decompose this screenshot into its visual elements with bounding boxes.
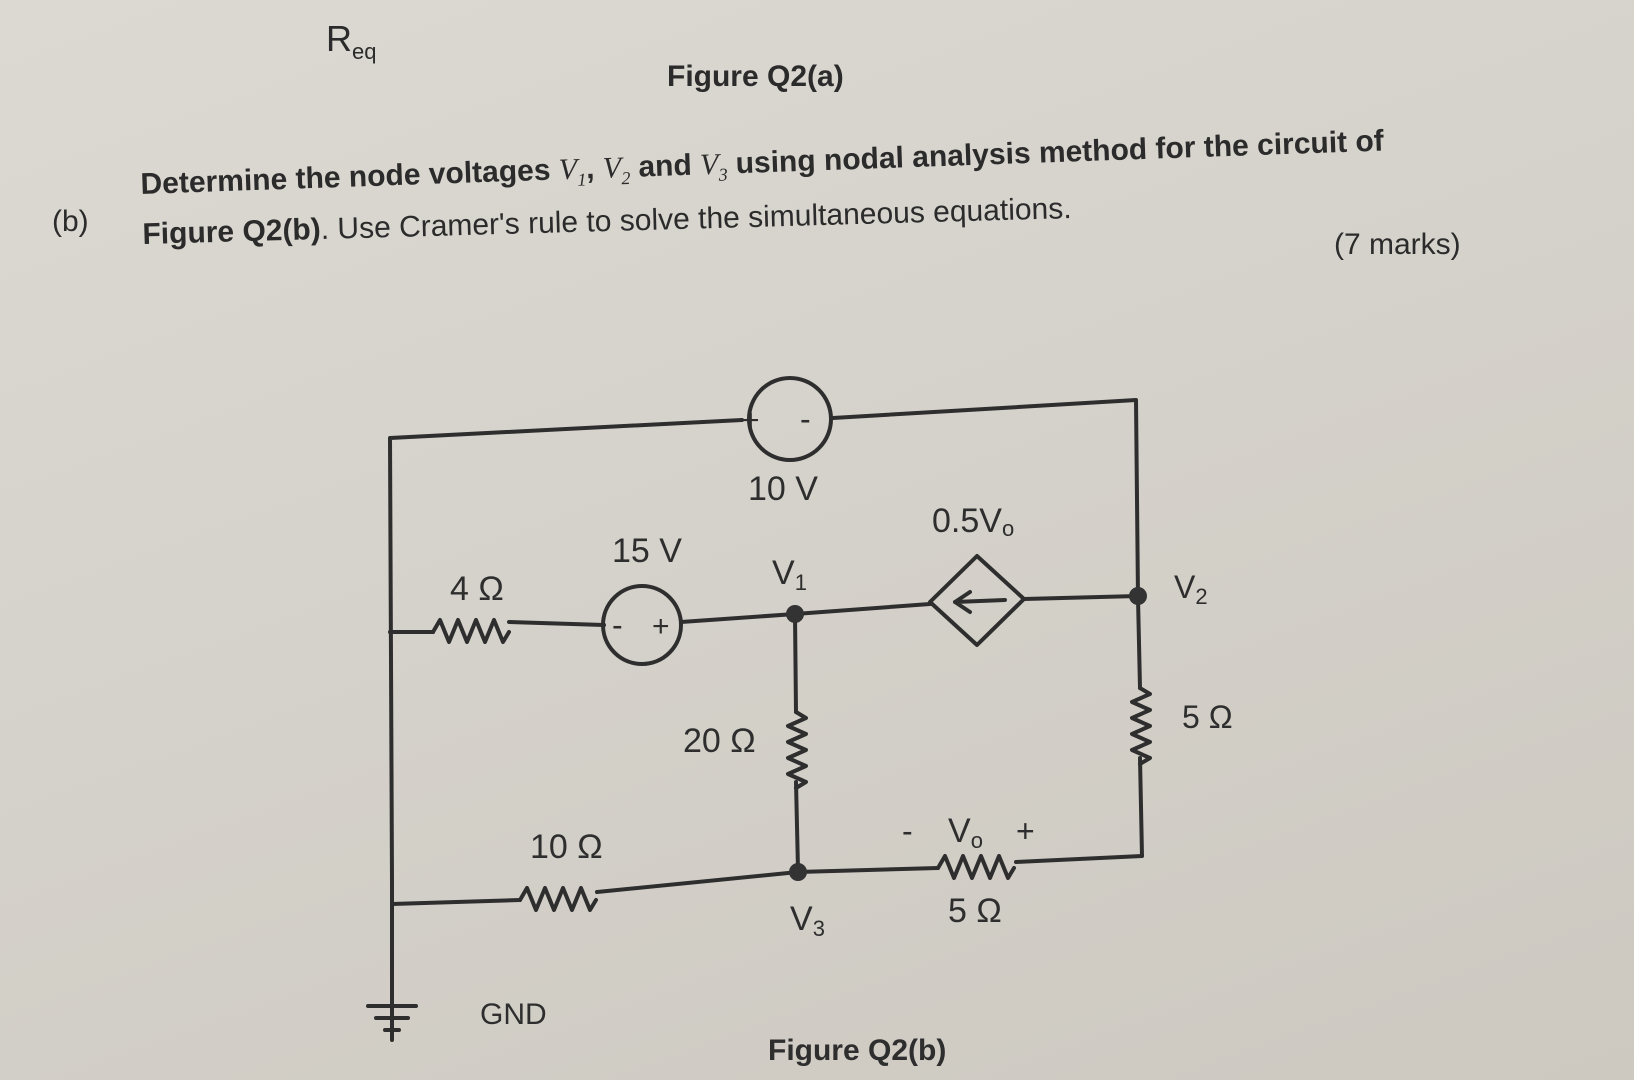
source-15v-plus: + xyxy=(652,610,670,643)
vo-minus: - xyxy=(902,813,913,849)
question-part-label: (b) xyxy=(52,205,89,238)
dependent-source-label: 0.5Vo xyxy=(932,502,1014,541)
node-v1-dot xyxy=(786,605,804,623)
resistor-20-ohm xyxy=(786,710,808,790)
resistor-4-ohm xyxy=(431,618,511,644)
wire-bottom-left xyxy=(390,898,522,906)
node-v1-label: V1 xyxy=(772,554,807,595)
node-v2-dot xyxy=(1129,587,1147,605)
voltage-source-10v xyxy=(747,376,833,462)
resistor-4-ohm-label: 4 Ω xyxy=(450,570,504,608)
resistor-5-ohm-bottom-label: 5 Ω xyxy=(948,892,1002,930)
node-v3-dot xyxy=(789,863,807,881)
wire-right-down-2 xyxy=(1138,756,1144,858)
wire-top-left xyxy=(388,418,744,884)
resistor-10-ohm xyxy=(518,886,598,912)
dependent-current-source xyxy=(928,554,1026,647)
wire-v1-down xyxy=(793,612,798,714)
wire-right-down xyxy=(1136,596,1142,690)
vo-plus: + xyxy=(1016,813,1035,849)
ground-label: GND xyxy=(480,998,547,1031)
wire-20-down xyxy=(794,780,800,872)
resistor-5-ohm-right-label: 5 Ω xyxy=(1182,699,1233,735)
wire-mid-3 xyxy=(793,602,932,616)
voltage-source-15v xyxy=(601,584,683,666)
vo-label: Vo xyxy=(948,812,983,853)
resistor-20-ohm-label: 20 Ω xyxy=(683,722,756,760)
figure-b-caption: Figure Q2(b) xyxy=(768,1034,946,1067)
figure-a-caption: Figure Q2(a) xyxy=(667,60,844,93)
resistor-5-ohm-bottom xyxy=(936,854,1016,880)
source-15v-value: 15 V xyxy=(612,532,682,570)
source-10v-plus: + xyxy=(742,404,760,437)
wire-bottom-right xyxy=(796,866,940,874)
source-15v-minus: - xyxy=(612,607,623,643)
ground-symbol xyxy=(366,1004,418,1042)
wire-mid-1 xyxy=(507,620,606,627)
source-10v-minus: - xyxy=(800,401,811,437)
marks-label: (7 marks) xyxy=(1334,228,1461,261)
node-v2-label: V2 xyxy=(1174,569,1208,609)
wire-bottom-end xyxy=(1014,854,1144,864)
source-10v-value: 10 V xyxy=(748,470,818,508)
wire-top-right xyxy=(831,398,1140,600)
wire-mid-4 xyxy=(1022,594,1140,601)
wire-mid-2 xyxy=(679,612,797,624)
node-v3-label: V3 xyxy=(790,900,825,941)
req-label: Req xyxy=(326,18,377,65)
dependent-source-arrow xyxy=(953,590,1007,614)
wire-bottom-mid xyxy=(595,870,800,894)
resistor-10-ohm-label: 10 Ω xyxy=(530,828,603,866)
resistor-5-ohm-right xyxy=(1130,686,1152,766)
